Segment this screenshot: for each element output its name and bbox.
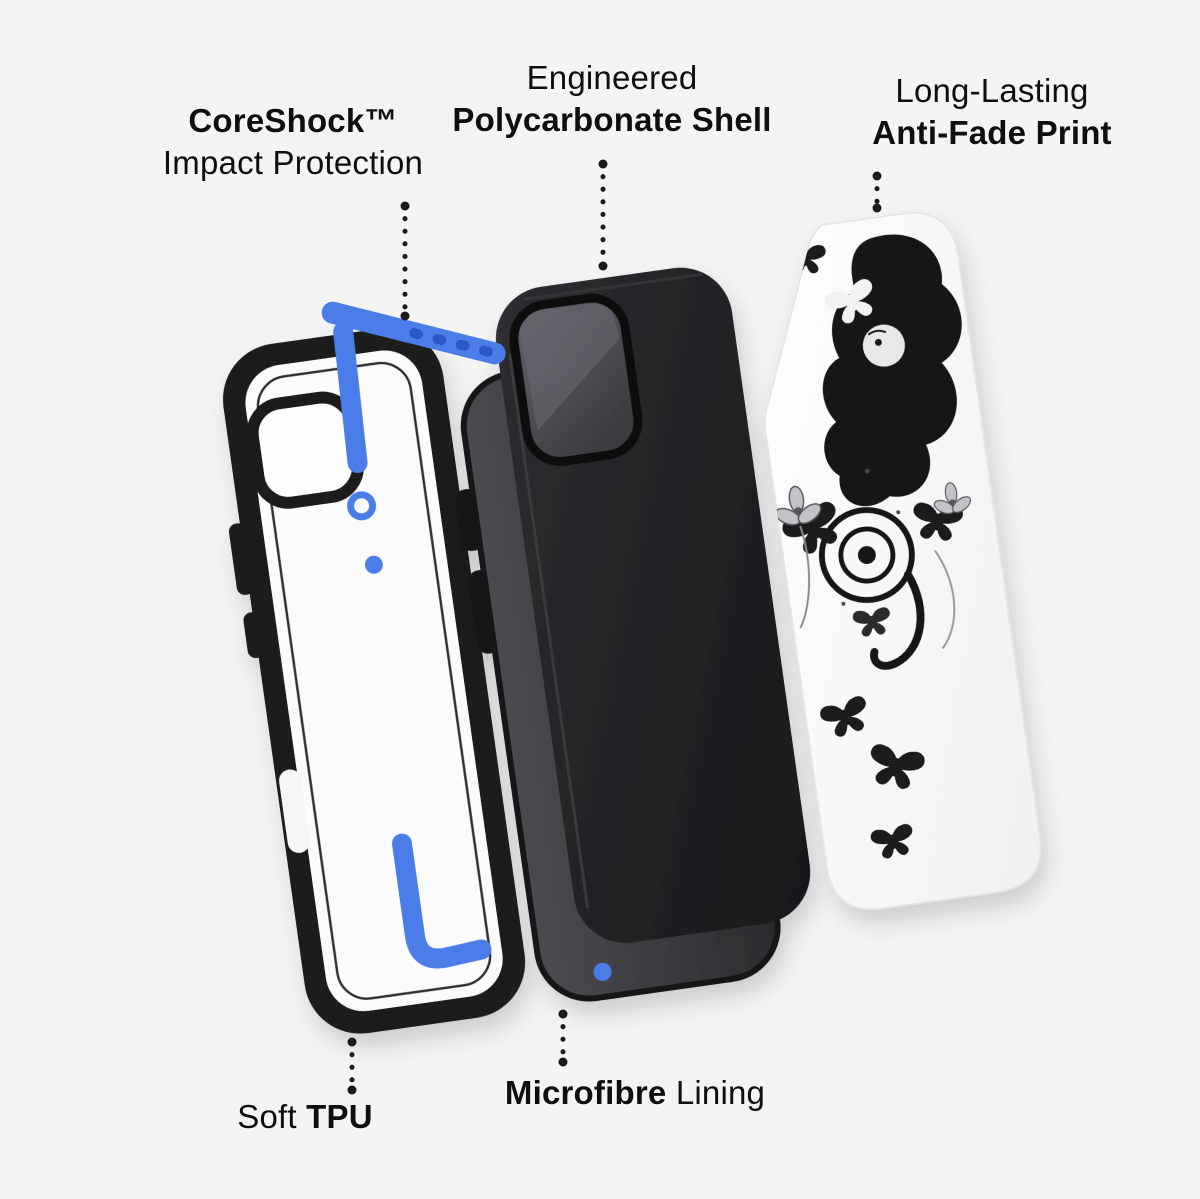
coreshock-bottom-insert	[391, 833, 492, 969]
callout-antifade-lead: Long-Lasting	[895, 72, 1089, 109]
polycarbonate-shell-layer	[455, 267, 811, 1002]
coreshock-vent-slot	[409, 328, 424, 340]
leader-line-coreshock	[400, 201, 410, 321]
leader-lines	[347, 159, 882, 1095]
callout-microfibre-title: Microfibre	[504, 1074, 667, 1111]
face-brow	[867, 329, 887, 336]
leader-line-tpu	[347, 1037, 357, 1095]
callout-microfibre-lead: Lining	[675, 1074, 766, 1111]
coreshock-dot	[364, 555, 383, 574]
callout-polycarbonate-title: Polycarbonate Shell	[452, 101, 772, 138]
callout-tpu-title: TPU	[306, 1098, 373, 1135]
artwork-print	[768, 234, 976, 862]
stem-sketch	[799, 525, 811, 629]
leader-line-shell	[598, 159, 608, 271]
clear-back	[245, 350, 503, 1012]
callout-antifade: Long-Lasting Anti-Fade Print	[872, 70, 1112, 154]
coreshock-vent-slot	[478, 345, 493, 357]
face-highlight	[862, 324, 905, 367]
print-panel-layer	[764, 212, 1042, 910]
callout-coreshock-title: CoreShock™	[188, 102, 398, 139]
leader-line-microfibre	[558, 1009, 568, 1067]
swirl-motif	[818, 507, 925, 670]
speckle	[864, 468, 870, 474]
clear-back-seam	[256, 361, 492, 1000]
callout-coreshock: CoreShock™ Impact Protection	[163, 100, 423, 184]
coreshock-vent-slot	[455, 339, 470, 351]
coreshock-ring	[347, 491, 377, 521]
callout-coreshock-subtitle: Impact Protection	[162, 144, 424, 181]
shell-highlight	[508, 353, 590, 909]
callout-tpu-lead: Soft	[237, 1098, 297, 1135]
tpu-frame-layer	[222, 321, 526, 1034]
speckle	[841, 601, 846, 606]
stem-sketch	[934, 549, 956, 650]
callout-antifade-title: Anti-Fade Print	[872, 114, 1112, 151]
callout-tpu: Soft TPU	[237, 1096, 373, 1138]
camera-opening-rim	[509, 293, 643, 466]
coreshock-insert-top-bar	[321, 301, 506, 365]
camera-opening-sheen	[518, 301, 620, 431]
coreshock-vent-slot	[432, 333, 447, 345]
callout-microfibre: Microfibre Lining	[505, 1072, 765, 1114]
speckle	[896, 510, 901, 515]
face-eye	[874, 338, 882, 346]
leader-line-print	[872, 171, 882, 213]
frame-pill-opening	[279, 769, 310, 853]
callout-polycarbonate: Engineered Polycarbonate Shell	[452, 57, 771, 141]
callout-polycarbonate-lead: Engineered	[526, 59, 698, 96]
shell-highlight	[523, 272, 702, 301]
coreshock-side-insert	[333, 321, 368, 474]
lining-blue-dot	[593, 962, 612, 981]
